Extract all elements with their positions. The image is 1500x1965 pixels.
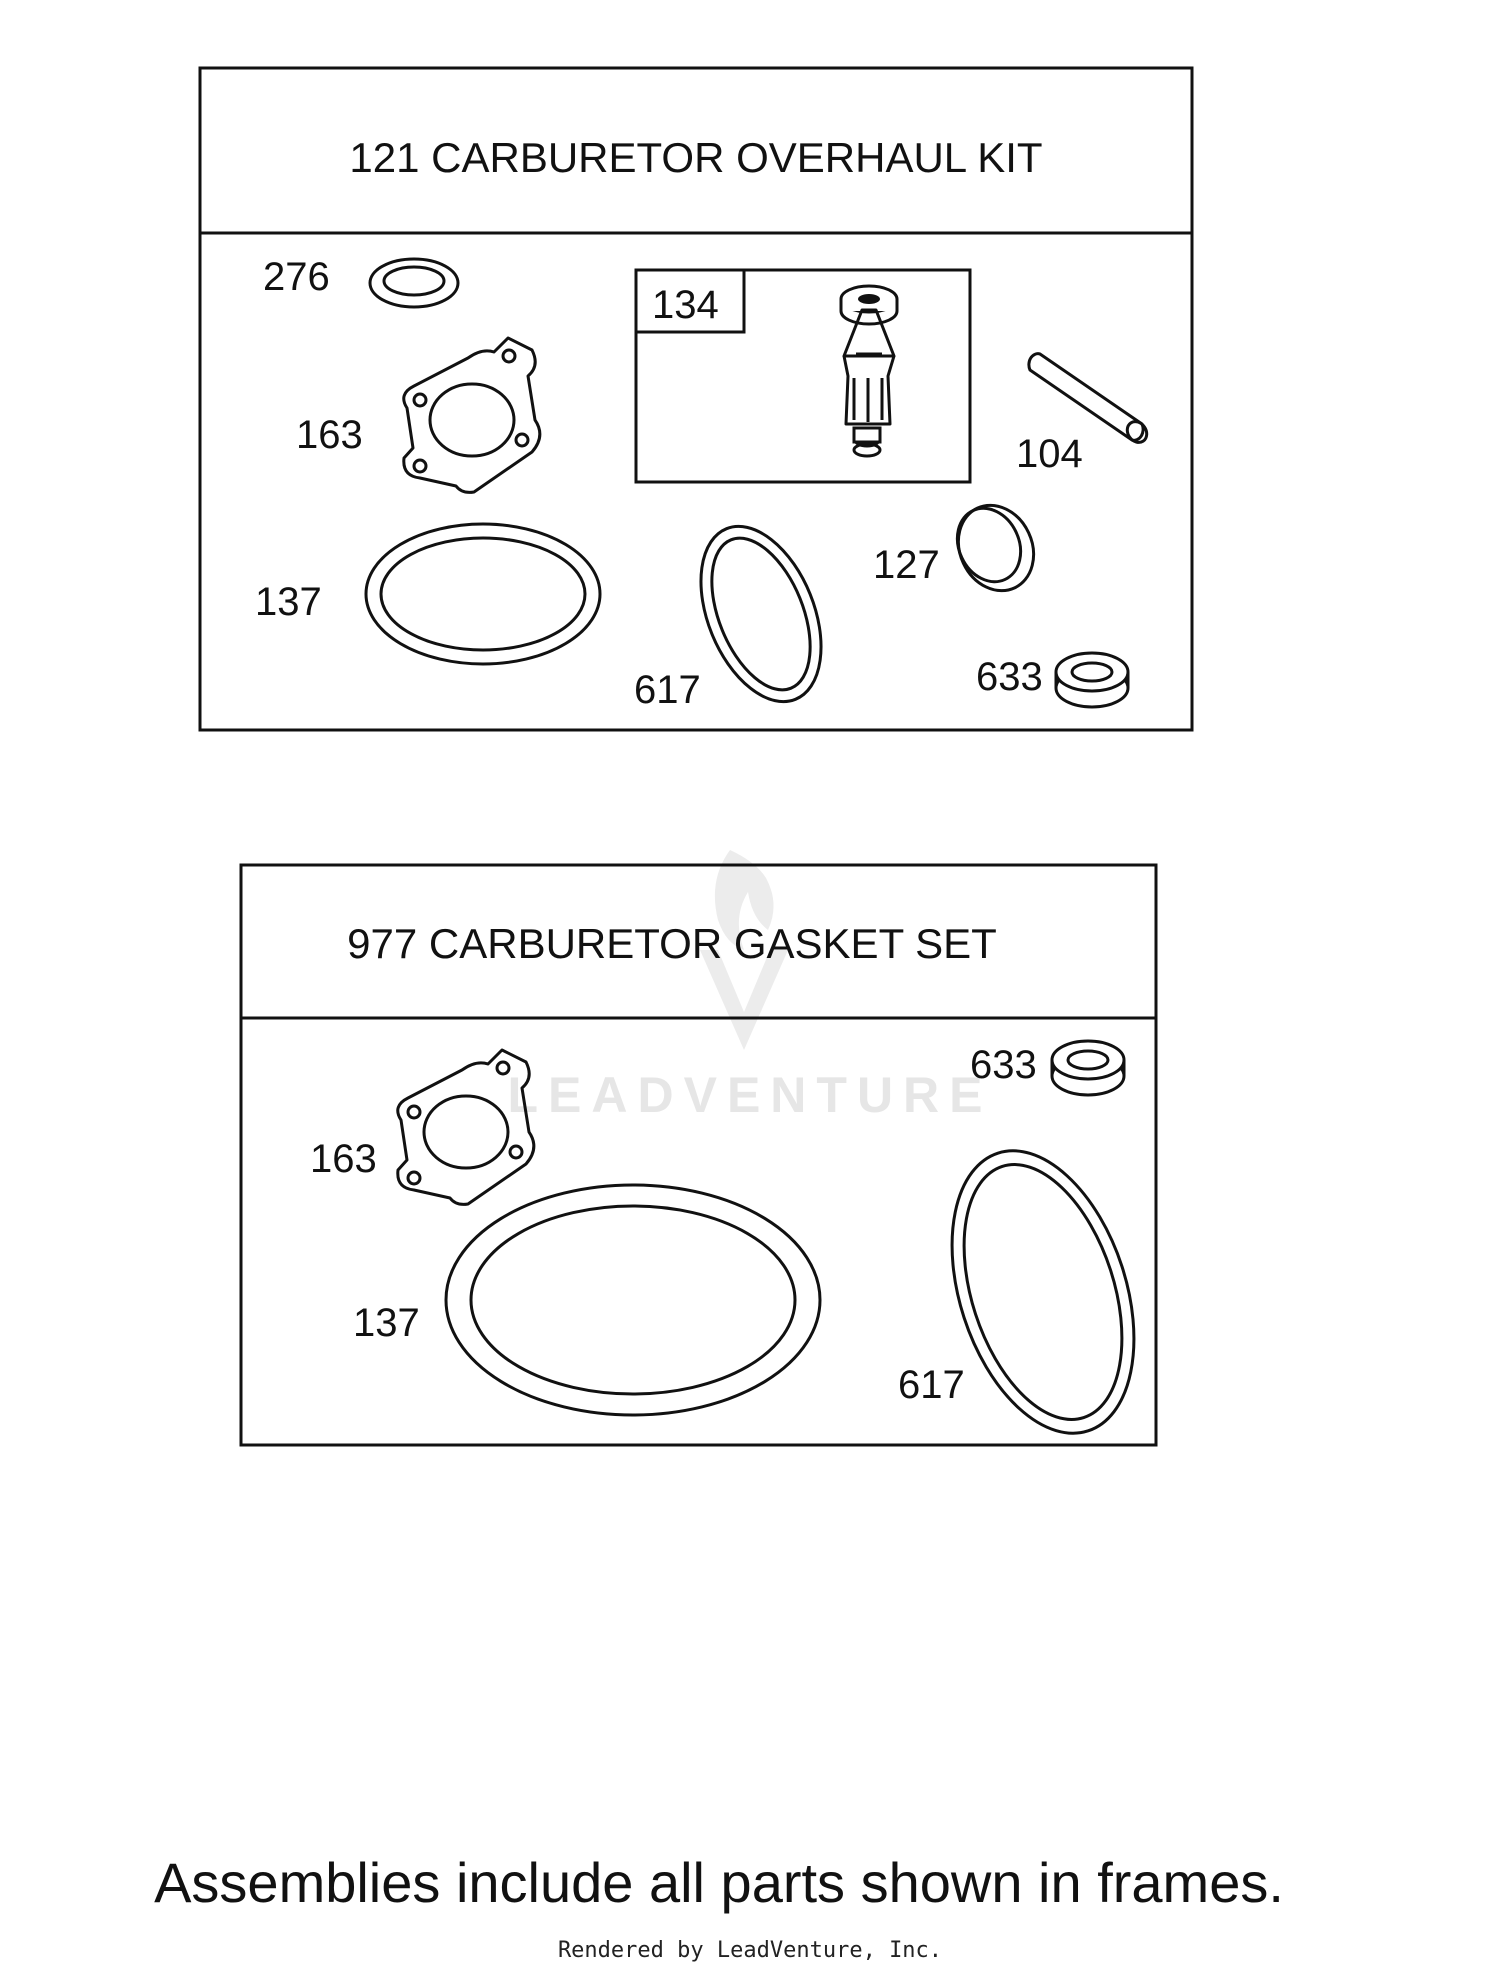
gasket-set-border bbox=[239, 863, 1158, 1447]
assemblies-note: Assemblies include all parts shown in fr… bbox=[154, 1851, 1284, 1914]
gasket-set-part-label-163: 163 bbox=[310, 1137, 377, 1181]
render-credit: Rendered by LeadVenture, Inc. bbox=[558, 1938, 942, 1963]
part-label-633: 633 bbox=[976, 655, 1043, 699]
part-134-needle bbox=[842, 308, 896, 458]
watermark-logo-icon bbox=[700, 850, 788, 1050]
part-134-seat bbox=[839, 284, 899, 326]
part-134-needle-seat-frame bbox=[634, 268, 972, 484]
gasket-set-part-label-633: 633 bbox=[970, 1043, 1037, 1087]
part-163-gasket bbox=[402, 336, 542, 494]
gasket-set-frame: 977 CARBURETOR GASKET SET 633 163 137 bbox=[239, 863, 1158, 1447]
part-104-pin bbox=[1027, 352, 1149, 444]
part-label-137: 137 bbox=[255, 580, 322, 624]
part-137-bowl-gasket bbox=[364, 522, 602, 666]
overhaul-kit-title: 121 CARBURETOR OVERHAUL KIT bbox=[349, 134, 1042, 181]
gasket-set-part-label-137: 137 bbox=[353, 1301, 420, 1345]
overhaul-kit-border bbox=[198, 66, 1194, 732]
gasket-set-part-163-gasket bbox=[396, 1048, 536, 1206]
gasket-set-part-617-o-ring bbox=[950, 1149, 1136, 1435]
part-276-washer bbox=[368, 257, 460, 309]
part-617-o-ring bbox=[699, 524, 823, 704]
part-label-163: 163 bbox=[296, 413, 363, 457]
part-label-134: 134 bbox=[652, 283, 719, 327]
watermark: LEADVENTURE bbox=[507, 850, 992, 1123]
part-label-127: 127 bbox=[873, 543, 940, 587]
part-633-seal bbox=[1054, 651, 1130, 709]
gasket-set-part-137-bowl-gasket bbox=[444, 1183, 822, 1417]
part-label-104: 104 bbox=[1016, 432, 1083, 476]
gasket-set-title: 977 CARBURETOR GASKET SET bbox=[347, 920, 997, 967]
part-127-welch-plug bbox=[955, 503, 1036, 593]
watermark-text: LEADVENTURE bbox=[507, 1067, 992, 1123]
part-label-276: 276 bbox=[263, 255, 330, 299]
gasket-set-part-label-617: 617 bbox=[898, 1363, 965, 1407]
gasket-set-part-633-seal bbox=[1050, 1039, 1126, 1097]
part-label-617: 617 bbox=[634, 668, 701, 712]
overhaul-kit-frame: 121 CARBURETOR OVERHAUL KIT 276 163 134 bbox=[198, 66, 1194, 732]
